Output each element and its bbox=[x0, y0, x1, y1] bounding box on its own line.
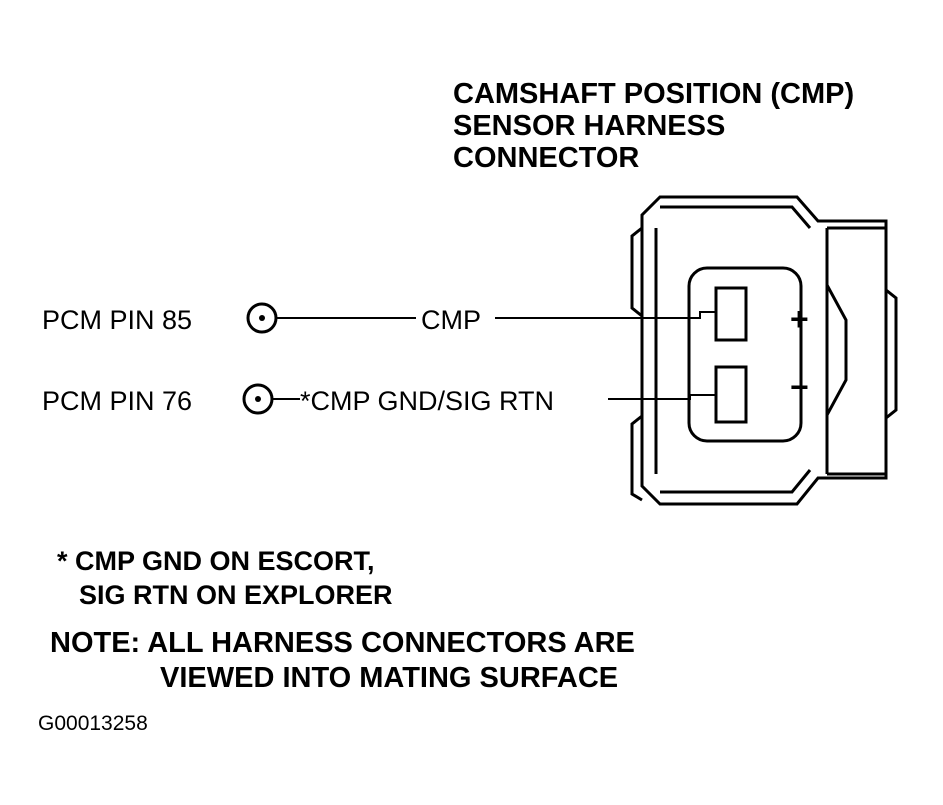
cmp-wire-label: CMP bbox=[421, 305, 481, 335]
pcm-pin-76-terminal-icon bbox=[242, 383, 274, 415]
figure-id: G00013258 bbox=[38, 712, 148, 735]
connector-body bbox=[630, 195, 898, 506]
pcm-pin-85-terminal-icon bbox=[246, 302, 278, 334]
gnd-wire-right bbox=[608, 394, 716, 400]
note-line-2: VIEWED INTO MATING SURFACE bbox=[160, 662, 618, 694]
negative-terminal-mark: − bbox=[790, 369, 809, 405]
cmp-wire-right bbox=[495, 311, 716, 319]
connector-title-line-1: CAMSHAFT POSITION (CMP) bbox=[453, 78, 854, 110]
pcm-pin-76-label: PCM PIN 76 bbox=[42, 386, 192, 416]
note-line-1: NOTE: ALL HARNESS CONNECTORS ARE bbox=[50, 627, 635, 659]
connector-title-line-3: CONNECTOR bbox=[453, 142, 639, 174]
positive-terminal-mark: + bbox=[790, 301, 809, 337]
gnd-wire-label: *CMP GND/SIG RTN bbox=[300, 386, 554, 416]
connector-title-line-2: SENSOR HARNESS bbox=[453, 110, 725, 142]
footnote-line-1: * CMP GND ON ESCORT, bbox=[57, 546, 375, 576]
footnote-line-2: SIG RTN ON EXPLORER bbox=[79, 580, 393, 610]
pcm-pin-85-label: PCM PIN 85 bbox=[42, 305, 192, 335]
